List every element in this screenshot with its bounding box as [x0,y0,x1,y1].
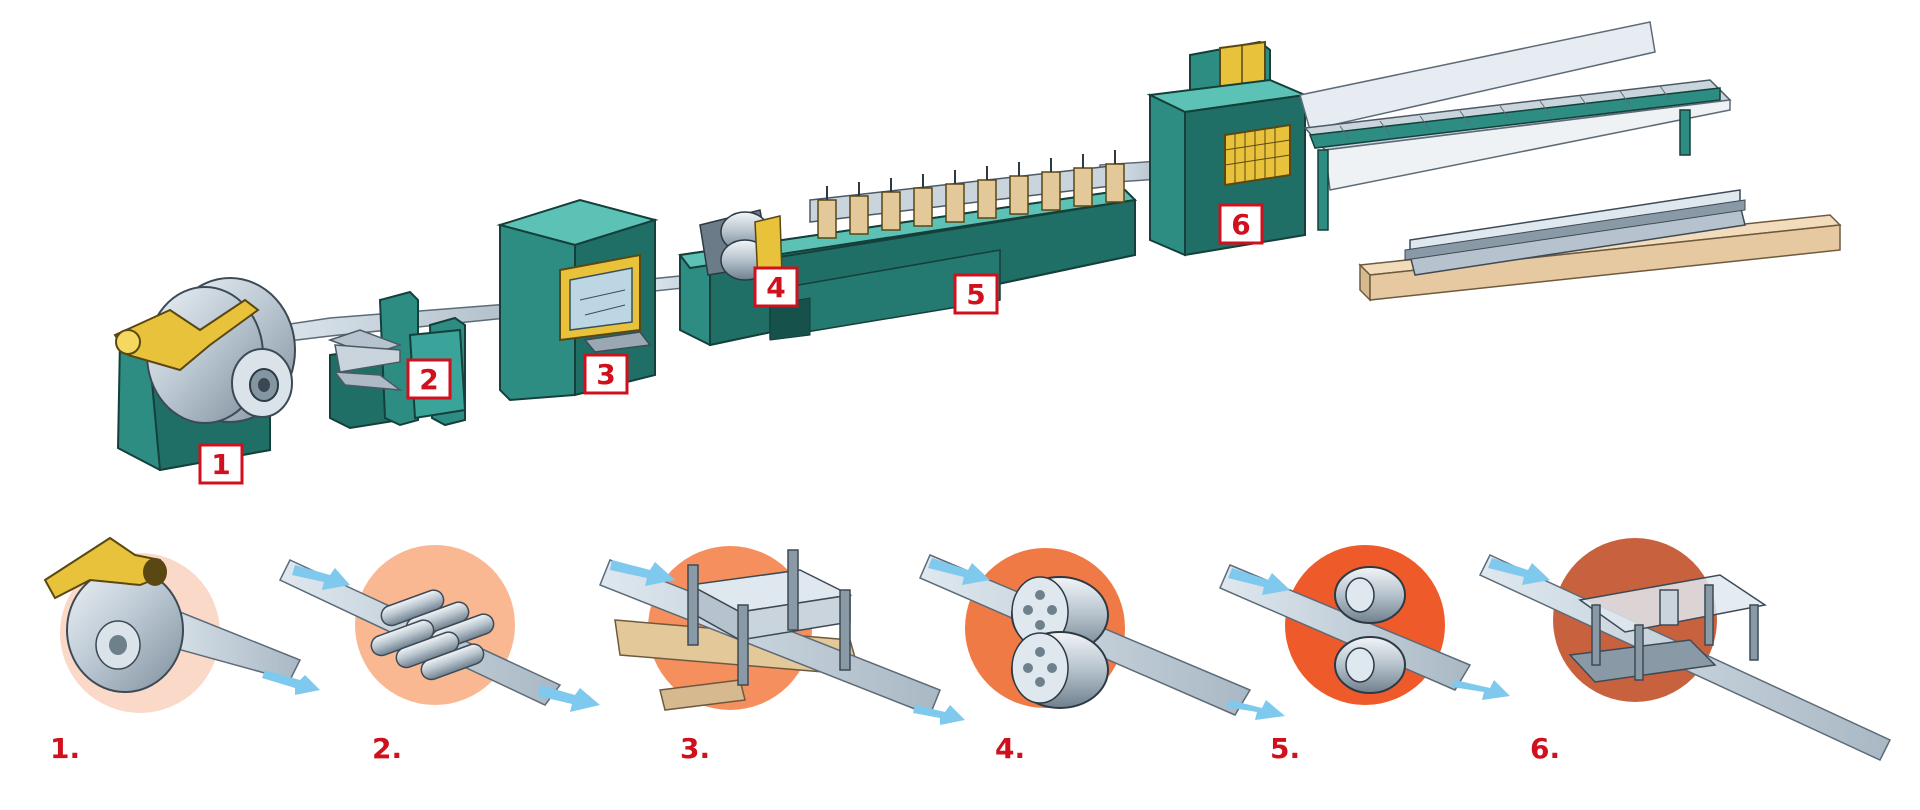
step-detail-6 [1478,538,1892,761]
step-detail-4 [919,548,1285,720]
step-detail-1 [43,536,320,713]
machine-tag-3: 3 [583,353,629,395]
machine-tag-5: 5 [953,273,999,315]
step-label-2: 2. [372,732,403,765]
machine-tags: 1 2 3 4 5 6 [198,203,1264,485]
machine-tag-3-label: 3 [596,358,615,391]
step-detail-2 [278,545,600,712]
machine-press [496,198,659,402]
machine-cutoff [1146,40,1309,257]
main-production-line: 1 2 3 4 5 6 [113,21,1842,485]
machine-tag-4-label: 4 [766,271,785,304]
machine-tag-1-label: 1 [211,448,230,481]
runout-conveyor [1299,21,1732,231]
step-label-5: 5. [1270,732,1301,765]
step-label-3: 3. [680,732,711,765]
machine-roll-former [678,150,1138,347]
machine-tag-6-label: 6 [1231,208,1250,241]
step-label-6: 6. [1530,732,1561,765]
machine-tag-6: 6 [1218,203,1264,245]
step-label-4: 4. [995,732,1026,765]
machine-tag-2: 2 [406,358,452,400]
finished-profiles-pallet [1358,189,1842,302]
machine-decoiler [113,277,296,472]
machine-tag-4: 4 [753,266,799,308]
machine-tag-2-label: 2 [419,363,438,396]
step-label-1: 1. [50,732,81,765]
step-detail-3 [599,546,965,725]
perforating-rollers [699,209,783,281]
machine-tag-1: 1 [198,443,244,485]
step-detail-5 [1219,545,1510,705]
machine-tag-5-label: 5 [966,278,985,311]
forming-stands [809,150,1125,239]
